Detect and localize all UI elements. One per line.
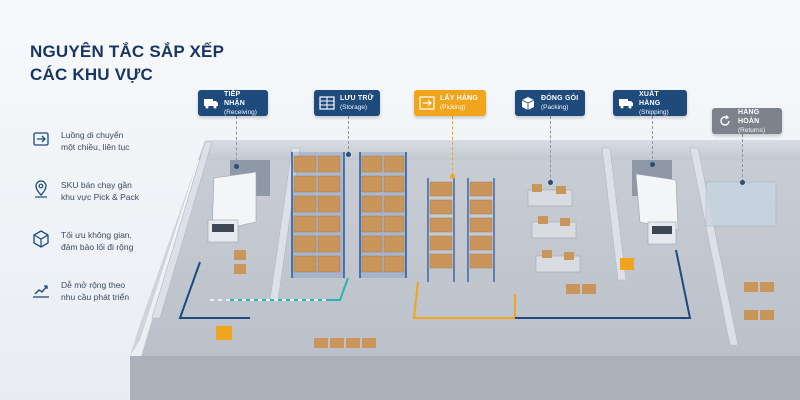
page-title-line-2: CÁC KHU VỰC — [30, 65, 154, 84]
truck-icon — [619, 99, 633, 109]
page-title-line-1: NGUYÊN TẮC SẮP XẾP — [30, 42, 225, 61]
partition-wall — [689, 147, 739, 346]
zone-name: HÀNG HOÀN — [738, 108, 760, 125]
zone-connector — [450, 116, 455, 179]
receiving-truck — [207, 171, 257, 243]
principle-line-1: SKU bán chạy gần — [61, 180, 132, 190]
principle-line-1: Luồng di chuyển — [61, 130, 124, 140]
zone-label-packing: ĐÓNG GÓI (Packing) — [515, 90, 585, 116]
zone-name: LƯU TRỮ — [340, 95, 374, 102]
principle-line-2: một chiều, liên tục — [61, 141, 130, 152]
zone-label-shipping: XUẤT HÀNG(Shipping) — [613, 90, 687, 116]
zone-name: LẤY HÀNG — [440, 95, 479, 102]
principle-item: Dễ mở rộng theo nhu cầu phát triển — [30, 278, 170, 328]
zone-name: ĐÓNG GÓI — [541, 95, 579, 102]
zone-name: TIẾP NHẬN — [224, 90, 246, 107]
zone-label-storage: LƯU TRỮ (Storage) — [314, 90, 380, 116]
page-title: NGUYÊN TẮC SẮP XẾP CÁC KHU VỰC — [30, 40, 224, 86]
principle-item: SKU bán chạy gần khu vực Pick & Pack — [30, 178, 170, 228]
forklift — [216, 258, 634, 340]
principle-line-2: khu vực Pick & Pack — [61, 191, 139, 202]
zone-sub: (Returns) — [738, 126, 766, 134]
location-pin-icon — [35, 180, 47, 198]
shipping-truck — [635, 173, 679, 245]
principle-line-1: Dễ mở rộng theo — [61, 280, 126, 290]
principle-item: Tối ưu không gian, đảm bảo lối đi rộng — [30, 228, 170, 278]
truck-icon — [204, 99, 218, 109]
zone-label-returns: HÀNG HOÀN(Returns) — [712, 108, 782, 134]
zone-label-picking: LẤY HÀNG (Picking) — [414, 90, 486, 116]
flow-path-packing-to-shipping — [515, 249, 692, 319]
partition-wall — [601, 147, 627, 281]
box-icon — [521, 97, 535, 110]
zone-sub: (Storage) — [340, 104, 368, 111]
zone-name: XUẤT HÀNG — [639, 90, 661, 107]
zone-connector — [740, 134, 745, 185]
flow-arrows-icon — [33, 132, 49, 146]
principle-line-1: Tối ưu không gian, — [61, 230, 132, 240]
zone-connector — [650, 116, 655, 167]
picking-racks — [427, 178, 495, 282]
flow-path-picking — [412, 281, 516, 319]
zone-sub: (Picking) — [440, 104, 466, 111]
flow-path-receiving — [178, 261, 250, 319]
zone-sub: (Shipping) — [639, 108, 669, 116]
shelves-icon — [319, 96, 335, 110]
left-wall — [130, 140, 205, 356]
floor-front-edge — [130, 356, 800, 400]
partition-wall — [151, 141, 213, 319]
storage-racks — [291, 152, 407, 278]
front-pallets — [234, 250, 596, 348]
picking-icon — [419, 96, 435, 110]
zone-sub: (Receiving) — [224, 108, 257, 116]
back-wall — [198, 140, 800, 160]
box-expand-icon — [33, 230, 49, 248]
zone-connector — [548, 116, 553, 185]
return-icon — [720, 115, 730, 126]
principle-line-2: đảm bảo lối đi rộng — [61, 241, 134, 252]
zone-label-receiving: TIẾP NHẬN(Receiving) — [198, 90, 268, 116]
principle-item: Luồng di chuyển một chiều, liên tục — [30, 128, 170, 178]
returns-room — [705, 181, 777, 320]
principles-list: Luồng di chuyển một chiều, liên tục SKU … — [30, 128, 170, 328]
principle-line-2: nhu cầu phát triển — [61, 291, 130, 302]
growth-chart-icon — [33, 285, 49, 298]
zone-sub: (Packing) — [541, 104, 569, 111]
zone-connector — [346, 116, 351, 157]
zone-connector — [234, 116, 239, 169]
